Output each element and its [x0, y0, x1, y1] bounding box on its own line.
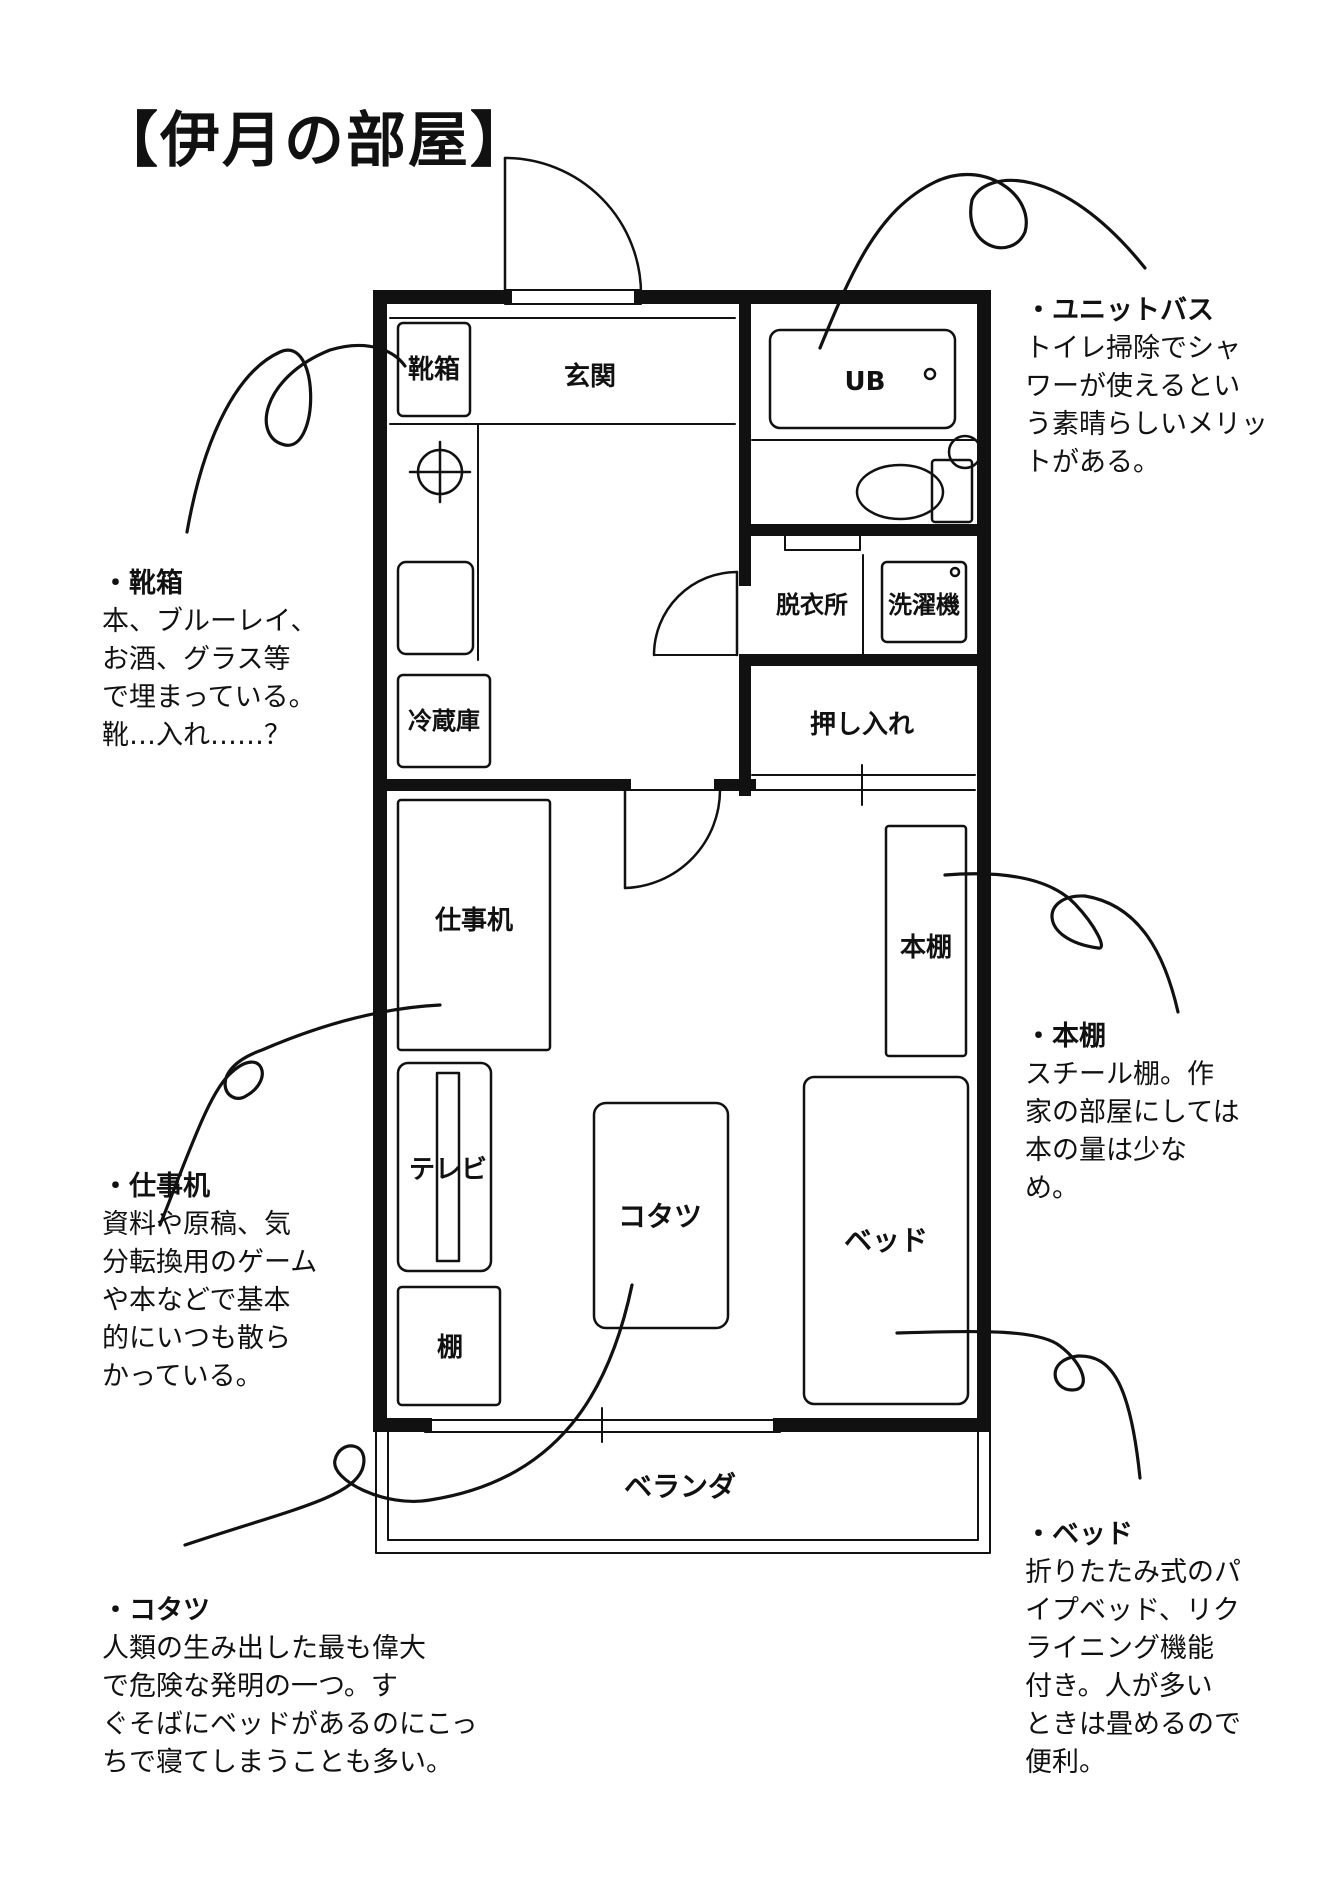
toilet-icon	[855, 434, 983, 524]
page-title: 【伊月の部屋】	[98, 106, 532, 176]
stove-icon	[408, 440, 472, 504]
fridge	[396, 673, 492, 769]
label-fridge: 冷蔵庫	[408, 707, 480, 735]
label-shelf: 棚	[437, 1333, 463, 1363]
outer-wall	[373, 290, 991, 1432]
label-veranda: ベランダ	[624, 1470, 736, 1503]
note-title: ・ユニットバス	[1025, 295, 1214, 326]
shoe-box	[396, 321, 472, 418]
label-bookshelf: 本棚	[900, 933, 952, 963]
bookshelf	[884, 824, 968, 1058]
label-washer: 洗濯機	[888, 591, 960, 619]
label-bed: ベッド	[844, 1224, 928, 1257]
note-title: ・仕事机	[102, 1171, 210, 1202]
note-body: スチール棚。作 家の部屋にしては 本の量は少な め。	[1025, 1059, 1240, 1204]
dressing-door	[784, 534, 861, 551]
note-body: トイレ掃除でシャ ワーが使えるとい う素晴らしいメリッ トがある。	[1025, 333, 1268, 478]
veranda	[375, 1431, 991, 1554]
label-closet: 押し入れ	[810, 710, 914, 740]
note-title: ・コタツ	[102, 1595, 210, 1626]
note-body: 本、ブルーレイ、 お酒、グラス等 で埋まっている。 靴…入れ……？	[102, 606, 318, 751]
note-bookshelf: ・本棚 スチール棚。作 家の部屋にしては 本の量は少な め。	[1025, 1018, 1295, 1208]
room-door	[623, 788, 722, 890]
note-body: 資料や原稿、気 分転換用のゲーム や本などで基本 的にいつも散ら かっている。	[102, 1209, 318, 1392]
note-kotatsu: ・コタツ 人類の生み出した最も偉大 で危険な発明の一つ。す ぐそばにベッドがある…	[102, 1592, 482, 1782]
front-door	[503, 156, 643, 305]
work-desk	[396, 798, 552, 1052]
washer	[880, 560, 968, 644]
note-body: 人類の生み出した最も偉大 で危険な発明の一つ。す ぐそばにベッドがあるのにこっ …	[102, 1633, 478, 1778]
label-kotatsu: コタツ	[618, 1200, 702, 1233]
label-dressing: 脱衣所	[776, 591, 848, 619]
label-desk: 仕事机	[434, 906, 513, 936]
label-unit-bath: UB	[845, 367, 886, 397]
inner-wall	[380, 297, 981, 796]
sink	[396, 560, 475, 656]
note-desk: ・仕事机 資料や原稿、気 分転換用のゲーム や本などで基本 的にいつも散ら かっ…	[102, 1168, 362, 1396]
shelf	[396, 1285, 502, 1407]
note-title: ・ベッド	[1025, 1519, 1133, 1550]
note-bed: ・ベッド 折りたたみ式のパ イプベッド、リク ライニング機能 付き。人が多い と…	[1025, 1516, 1295, 1782]
kotatsu	[592, 1101, 730, 1330]
note-body: 折りたたみ式のパ イプベッド、リク ライニング機能 付き。人が多い ときは畳める…	[1025, 1557, 1241, 1778]
closet	[751, 764, 976, 806]
note-shoe-box: ・靴箱 本、ブルーレイ、 お酒、グラス等 で埋まっている。 靴…入れ……？	[102, 565, 352, 755]
bathroom-door	[652, 570, 739, 657]
label-shoe-box: 靴箱	[408, 354, 460, 385]
bed	[802, 1075, 970, 1406]
doodle-lines	[158, 172, 1180, 1547]
label-entrance: 玄関	[564, 361, 616, 392]
veranda-window	[424, 1407, 781, 1443]
note-title: ・本棚	[1025, 1021, 1106, 1052]
kitchen-lines	[389, 317, 736, 661]
label-tv: テレビ	[409, 1155, 487, 1185]
note-unit-bath: ・ユニットバス トイレ掃除でシャ ワーが使えるとい う素晴らしいメリッ トがある…	[1025, 292, 1295, 482]
unit-bath	[751, 328, 976, 441]
tv-stand	[396, 1061, 493, 1273]
note-title: ・靴箱	[102, 568, 183, 599]
